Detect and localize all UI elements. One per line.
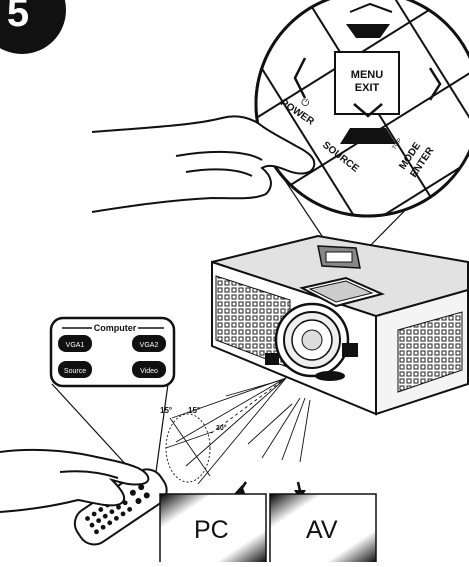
- remote-panel-title: Computer: [94, 323, 137, 333]
- exit-label: EXIT: [355, 82, 380, 94]
- screen-av-label: AV: [306, 516, 338, 545]
- video-label: Video: [140, 368, 158, 375]
- vga2-label: VGA2: [140, 342, 159, 349]
- step-badge: 5: [0, 0, 66, 54]
- angle-label: 15°: [160, 406, 172, 415]
- step-number: 5: [7, 0, 29, 35]
- vga1-button[interactable]: VGA1: [58, 335, 92, 352]
- screen-pc-label: PC: [194, 516, 229, 545]
- vga1-label: VGA1: [66, 342, 85, 349]
- menu-label: MENU: [351, 69, 383, 81]
- source-remote-button[interactable]: Source: [58, 361, 92, 378]
- source-remote-label: Source: [64, 368, 86, 375]
- vga2-button[interactable]: VGA2: [132, 335, 166, 352]
- menu-exit-key[interactable]: MENU EXIT: [351, 69, 383, 94]
- video-button[interactable]: Video: [132, 361, 166, 378]
- projector: [212, 236, 468, 414]
- angle-label: 30°: [216, 424, 227, 432]
- remote-panel-zoom: Computer VGA1 VGA2 Source Video: [51, 318, 174, 386]
- angle-label: 15°: [188, 406, 200, 415]
- ir-signal-cone: [166, 378, 310, 484]
